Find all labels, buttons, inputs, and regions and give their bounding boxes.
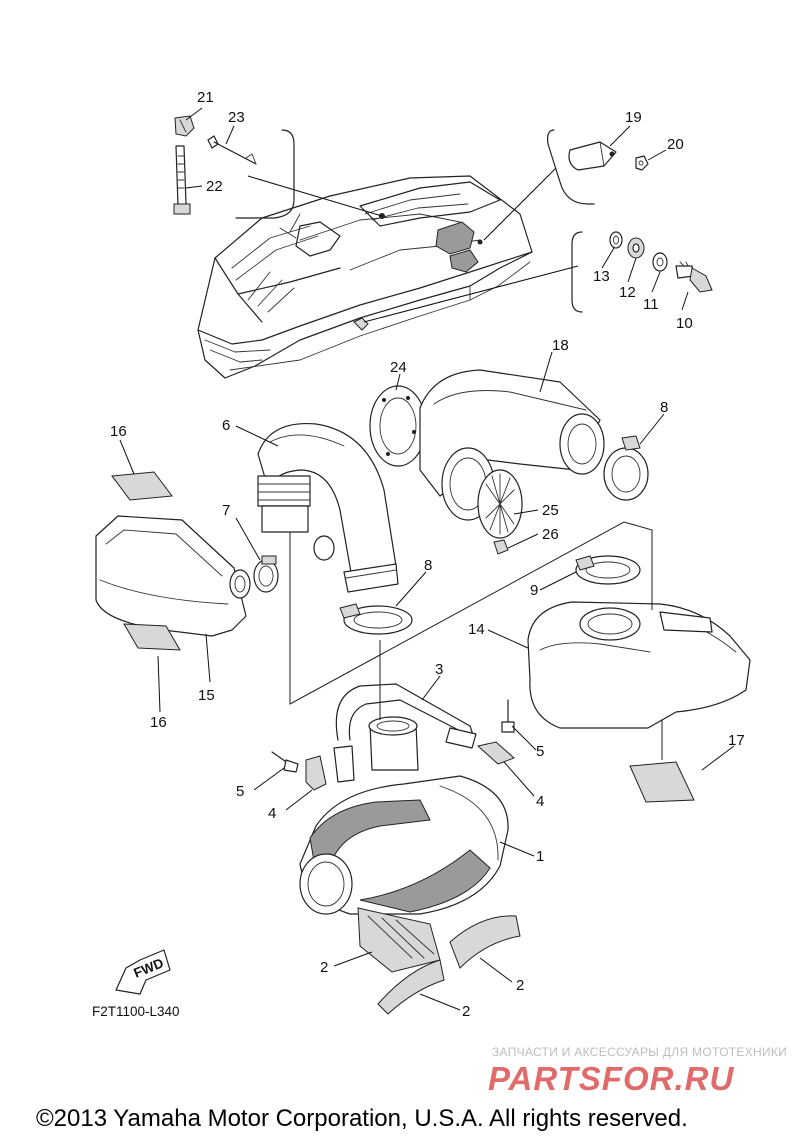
callout-5-right: 5 bbox=[536, 743, 544, 760]
watermark-subtitle: ЗАПЧАСТИ И АКСЕССУАРЫ ДЛЯ МОТОТЕХНИКИ bbox=[492, 1045, 787, 1059]
bracket-19-20 bbox=[547, 129, 595, 205]
part-4-bracket-left bbox=[305, 755, 327, 791]
part-16-pad-upper bbox=[111, 471, 173, 501]
assembly-guide-lines bbox=[289, 521, 663, 760]
part-19-bracket bbox=[568, 141, 617, 171]
callout-11: 11 bbox=[643, 296, 659, 313]
callout-7: 7 bbox=[222, 502, 230, 519]
part-11-washer bbox=[652, 252, 668, 272]
callout-numbers: 21 23 22 19 20 13 12 11 10 18 24 8 16 6 … bbox=[110, 89, 745, 1020]
part-22-cable-tie bbox=[173, 145, 191, 215]
callout-24: 24 bbox=[390, 359, 407, 376]
callout-2-right: 2 bbox=[516, 977, 524, 994]
fwd-arrow-icon: FWD bbox=[115, 949, 171, 995]
part-2-pad-rear bbox=[357, 907, 441, 973]
part-1-silencer bbox=[299, 716, 509, 915]
callout-12: 12 bbox=[619, 284, 636, 301]
callout-21: 21 bbox=[197, 89, 214, 106]
callout-13: 13 bbox=[593, 268, 610, 285]
part-2-pad-mid bbox=[449, 915, 521, 969]
part-10-drain-plug bbox=[675, 261, 713, 293]
callout-18: 18 bbox=[552, 337, 569, 354]
callout-leaders bbox=[119, 107, 735, 1011]
part-14-air-chamber bbox=[527, 601, 751, 729]
part-13-clamp bbox=[609, 231, 623, 249]
part-5-pin-right bbox=[501, 699, 515, 733]
part-8-hose-clamp-left bbox=[339, 603, 413, 635]
part-24-mounting-ring bbox=[369, 385, 427, 467]
watercraft-hull-illustration bbox=[197, 175, 533, 379]
callout-14: 14 bbox=[468, 621, 485, 638]
callout-23: 23 bbox=[228, 109, 245, 126]
callout-5-left: 5 bbox=[236, 783, 244, 800]
callout-4-left: 4 bbox=[268, 805, 276, 822]
watermark-brand: PARTSFOR.RU bbox=[488, 1060, 734, 1097]
part-15-silencer-box bbox=[95, 515, 251, 637]
callout-20: 20 bbox=[667, 136, 684, 153]
bracket-10-13 bbox=[571, 231, 583, 313]
part-3-strap bbox=[333, 683, 477, 783]
part-6-elbow-duct bbox=[257, 422, 399, 593]
callout-2-bottom: 2 bbox=[462, 1003, 470, 1020]
part-2-pad-lower bbox=[377, 959, 445, 1015]
callout-4-right: 4 bbox=[536, 793, 544, 810]
callout-3: 3 bbox=[435, 661, 443, 678]
leader-line-19-20 bbox=[483, 167, 557, 241]
part-26-bolt bbox=[493, 539, 509, 555]
callout-26: 26 bbox=[542, 526, 559, 543]
part-12-washer bbox=[627, 237, 645, 259]
part-8-hose-clamp-right bbox=[603, 435, 649, 501]
callout-17: 17 bbox=[728, 732, 745, 749]
part-25-screen-plate bbox=[477, 469, 523, 539]
part-7-hose-clamp bbox=[253, 555, 279, 593]
drawing-code: F2T1100-L340 bbox=[92, 1004, 180, 1019]
callout-15: 15 bbox=[198, 687, 215, 704]
callout-10: 10 bbox=[676, 315, 693, 332]
part-9-hose-clamp bbox=[575, 555, 641, 585]
callout-8-left: 8 bbox=[424, 557, 432, 574]
callout-16-upper: 16 bbox=[110, 423, 127, 440]
part-23-rivet bbox=[207, 135, 257, 165]
callout-2-left: 2 bbox=[320, 959, 328, 976]
copyright-text: ©2013 Yamaha Motor Corporation, U.S.A. A… bbox=[36, 1105, 688, 1132]
part-20-nut bbox=[635, 155, 649, 171]
part-5-pin-left bbox=[271, 751, 299, 773]
part-4-bracket-right bbox=[476, 741, 515, 765]
callout-22: 22 bbox=[206, 178, 223, 195]
part-17-pad bbox=[629, 761, 695, 803]
callout-19: 19 bbox=[625, 109, 642, 126]
callout-25: 25 bbox=[542, 502, 559, 519]
callout-8-right: 8 bbox=[660, 399, 668, 416]
callout-6: 6 bbox=[222, 417, 230, 434]
callout-1: 1 bbox=[536, 848, 544, 865]
callout-9: 9 bbox=[530, 582, 538, 599]
leader-line-21-23 bbox=[247, 175, 383, 217]
part-16-pad-lower bbox=[123, 623, 181, 651]
leader-line-10-13 bbox=[363, 265, 579, 323]
callout-16-lower: 16 bbox=[150, 714, 167, 731]
part-21-clip bbox=[174, 115, 195, 137]
bracket-21-23 bbox=[235, 129, 295, 219]
